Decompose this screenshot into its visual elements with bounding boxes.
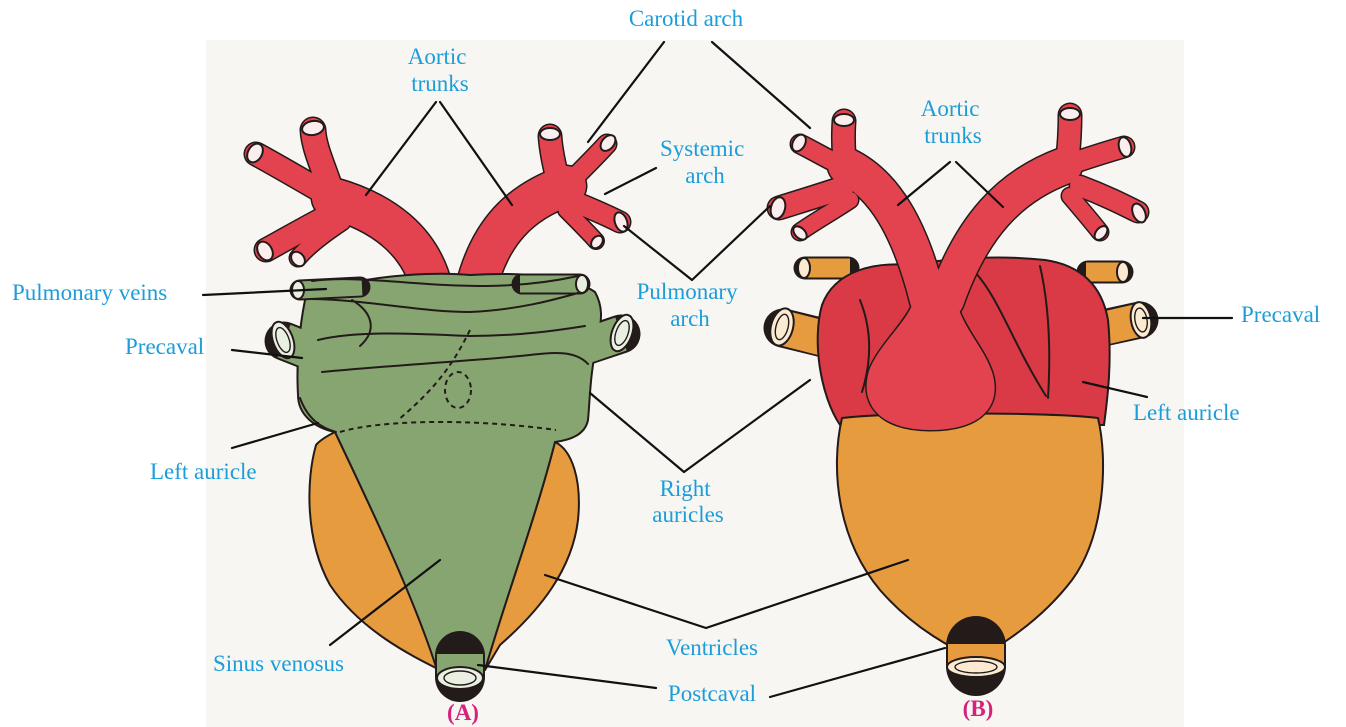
label-sinus-venosus: Sinus venosus (213, 651, 344, 676)
label-left-auricle-a: Left auricle (150, 459, 257, 484)
label-line: Right (660, 476, 712, 501)
opening (540, 128, 560, 140)
label-precaval-b: Precaval (1241, 302, 1320, 327)
right-pulmonary-vein-opening (576, 275, 588, 293)
label-carotid-arch: Carotid arch (629, 6, 744, 31)
label-right-auricles: Right auricles (652, 476, 724, 527)
right-pulmonary-tube-b-opening (1117, 262, 1129, 282)
left-pulmonary-tube-b-opening (798, 258, 810, 278)
label-line: arch (685, 163, 725, 188)
label-line: Systemic (660, 136, 744, 161)
label-line: trunks (411, 71, 469, 96)
right-carotid-branch (550, 136, 560, 190)
label-line: auricles (652, 502, 724, 527)
label-pulmonary-veins: Pulmonary veins (12, 280, 167, 305)
view-label-b: (B) (963, 696, 994, 721)
label-postcaval: Postcaval (668, 681, 756, 706)
label-line: trunks (924, 123, 982, 148)
label-line: arch (670, 306, 710, 331)
label-ventricles: Ventricles (666, 635, 758, 660)
label-left-auricle-b: Left auricle (1133, 400, 1240, 425)
label-line: Aortic (921, 96, 980, 121)
opening (834, 114, 854, 126)
opening (1060, 108, 1080, 120)
label-line: Aortic (408, 44, 467, 69)
label-line: Pulmonary (637, 279, 738, 304)
view-label-a: (A) (447, 700, 479, 725)
label-precaval-a: Precaval (125, 334, 204, 359)
